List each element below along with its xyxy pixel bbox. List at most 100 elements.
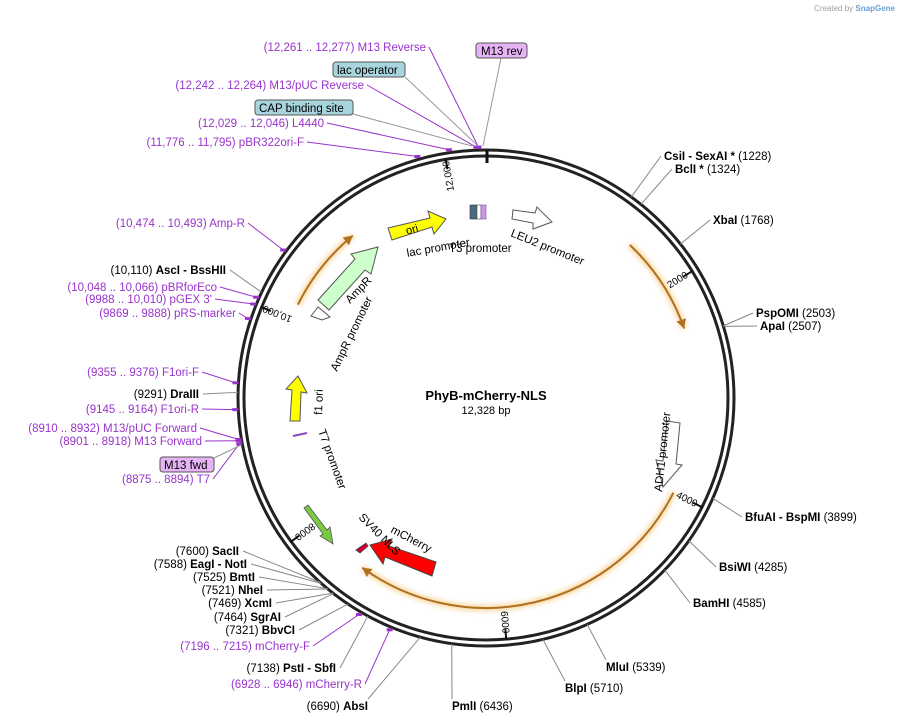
lac-operator-label: lac operator [337, 65, 398, 77]
enzyme-label-apai: ApaI (2507) [760, 321, 822, 333]
f1-ori-arrow [285, 375, 308, 422]
enzyme-leader-mlui [586, 624, 607, 661]
m13-rev-block [480, 204, 487, 220]
primer-label-f1ori-r: (9145 .. 9164) F1ori-R [86, 404, 199, 416]
tick-12000 [444, 158, 449, 170]
tick-label-10000: 10,000 [261, 302, 294, 324]
ampr-promoter-label: AmpR promoter [329, 295, 375, 373]
primer-leader-l4440 [326, 122, 450, 151]
sv40-nls-arrow [355, 542, 369, 554]
primer-label-pbrforeco: (10,048 .. 10,066) pBRforEco [67, 282, 217, 294]
cap-binding-leader [352, 113, 473, 147]
tick-4000 [692, 501, 704, 509]
enzyme-leader-bmti [258, 576, 328, 590]
cap-binding-label: CAP binding site [259, 103, 344, 115]
primer-leader-pgex-3 [214, 298, 254, 305]
enzyme-leader-xbai [680, 219, 711, 245]
t7-promoter-label: T7 promoter [315, 428, 348, 491]
primer-leader-f1ori-r [201, 408, 236, 411]
enzyme-label-xcmi: (7469) XcmI [208, 598, 272, 610]
m13-fwd-label: M13 fwd [164, 460, 207, 472]
primer-label-m13-puc-forward: (8910 .. 8932) M13/pUC Forward [28, 423, 197, 435]
ampr-promoter-arrow [310, 306, 331, 321]
enzyme-leader-xcmi [275, 592, 334, 604]
primer-label-pgex-3: (9988 .. 10,010) pGEX 3' [85, 294, 212, 306]
enzyme-label-draiii: (9291) DraIII [134, 389, 199, 401]
enzyme-label-bfuai-bspmi: BfuAI - BspMI (3899) [745, 512, 857, 524]
enzyme-label-asci-bsshii: (10,110) AscI - BssHII [111, 265, 227, 277]
primer-label-mcherry-r: (6928 .. 6946) mCherry-R [231, 679, 362, 691]
t3-promoter-block [476, 204, 482, 220]
f1-ori-label: f1 ori [313, 389, 326, 415]
enzyme-leader-bsiwi [688, 540, 717, 568]
primer-label-m13-puc-reverse: (12,242 .. 12,264) M13/pUC Reverse [175, 80, 364, 92]
primer-leader-m13-reverse [428, 46, 479, 148]
m13-fwd-leader [213, 444, 242, 459]
enzyme-label-bbvci: (7321) BbvCI [225, 625, 295, 637]
enzyme-label-pspomi: PspOMI (2503) [756, 308, 835, 320]
ampr-arrow [317, 246, 379, 311]
snapgene-logo-text: SnapGene [855, 4, 895, 13]
enzyme-leader-bamhi [664, 569, 691, 604]
primer-label-l4440: (12,029 .. 12,046) L4440 [198, 118, 324, 130]
boxed-labels: M13 rev lac operator CAP binding site M1… [159, 42, 528, 473]
enzyme-leader-eagi-noti [250, 563, 322, 584]
feature-arc-leu2-region [629, 244, 686, 329]
primer-label-m13-reverse: (12,261 .. 12,277) M13 Reverse [264, 42, 426, 54]
enzyme-leader-blpi [542, 639, 566, 682]
tick-label-12000: 12,000 [441, 160, 457, 192]
t7-promoter-marker [292, 432, 308, 437]
primer-leader-f1ori-f [201, 371, 236, 384]
credit-text: Created by SnapGene [814, 4, 895, 13]
enzyme-label-pmli: PmlI (6436) [452, 701, 513, 713]
cap-binding-box [254, 99, 354, 116]
enzyme-leader-csii-sexai [630, 155, 662, 198]
enzyme-leader-bcli [640, 168, 673, 205]
adh1-promoter-arrow [655, 420, 683, 489]
primer-leader-t7 [212, 443, 240, 480]
primer-label-f1ori-f: (9355 .. 9376) F1ori-F [87, 367, 199, 379]
ori-arrow [387, 210, 447, 241]
enzyme-leader-pspomi [723, 312, 754, 327]
primer-leader-pbrforeco [219, 286, 257, 298]
primer-label-t7: (8875 .. 8894) T7 [122, 474, 210, 486]
enzyme-leader-sgrai [284, 593, 334, 618]
enzyme-label-xbai: XbaI (1768) [713, 215, 774, 227]
credit-prefix: Created by [814, 4, 854, 13]
enzyme-label-bamhi: BamHI (4585) [693, 598, 766, 610]
enzyme-label-blpi: BlpI (5710) [565, 683, 623, 695]
tick-10000 [260, 305, 272, 312]
primer-leader-m13-puc-forward [199, 427, 239, 440]
primer-leader-mcherry-f [312, 614, 360, 647]
enzyme-label-csii-sexai: CsiI - SexAI * (1228) [664, 151, 772, 163]
tick-8000 [289, 534, 300, 543]
enzyme-leader-absi [367, 636, 421, 700]
t3-promoter-label: T3 promoter [449, 243, 512, 255]
m13-fwd-box [159, 456, 215, 473]
lac-operator-leader [404, 76, 479, 147]
enzyme-label-bcli: BclI * (1324) [675, 164, 740, 176]
feature-arc-glow-phyb-region [360, 491, 677, 612]
enzyme-label-nhei: (7521) NheI [202, 585, 263, 597]
enzyme-label-mlui: MluI (5339) [606, 662, 666, 674]
feature-arc-head-ampr-region [342, 235, 353, 246]
leu2-promoter-label: LEU2 promoter [509, 228, 586, 268]
enzyme-label-bsiwi: BsiWI (4285) [719, 562, 788, 574]
ori-label: ori [405, 223, 420, 238]
primer-leader-m13-puc-reverse [366, 84, 477, 148]
plasmid-length: 12,328 bp [462, 405, 511, 417]
enzyme-leader-sacii [242, 550, 321, 583]
enzyme-label-bmti: (7525) BmtI [193, 572, 255, 584]
enzyme-label-psti-sbfi: (7138) PstI - SbfI [247, 663, 336, 675]
primer-label-m13-forward: (8901 .. 8918) M13 Forward [59, 436, 202, 448]
tick-label-6000: 6000 [498, 611, 511, 635]
enzyme-leader-psti-sbfi [339, 615, 369, 669]
plasmid-name: PhyB-mCherry-NLS [425, 388, 547, 403]
tick-label-2000: 2000 [666, 270, 691, 291]
feature-arc-head-leu2-region [676, 318, 686, 329]
primer-leader-amp-r [247, 222, 284, 251]
mcherry-arrow [369, 538, 437, 577]
enzyme-label-eagi-noti: (7588) EagI - NotI [154, 559, 247, 571]
tick-2000 [683, 269, 694, 278]
primer-leader-mcherry-r [364, 629, 391, 685]
